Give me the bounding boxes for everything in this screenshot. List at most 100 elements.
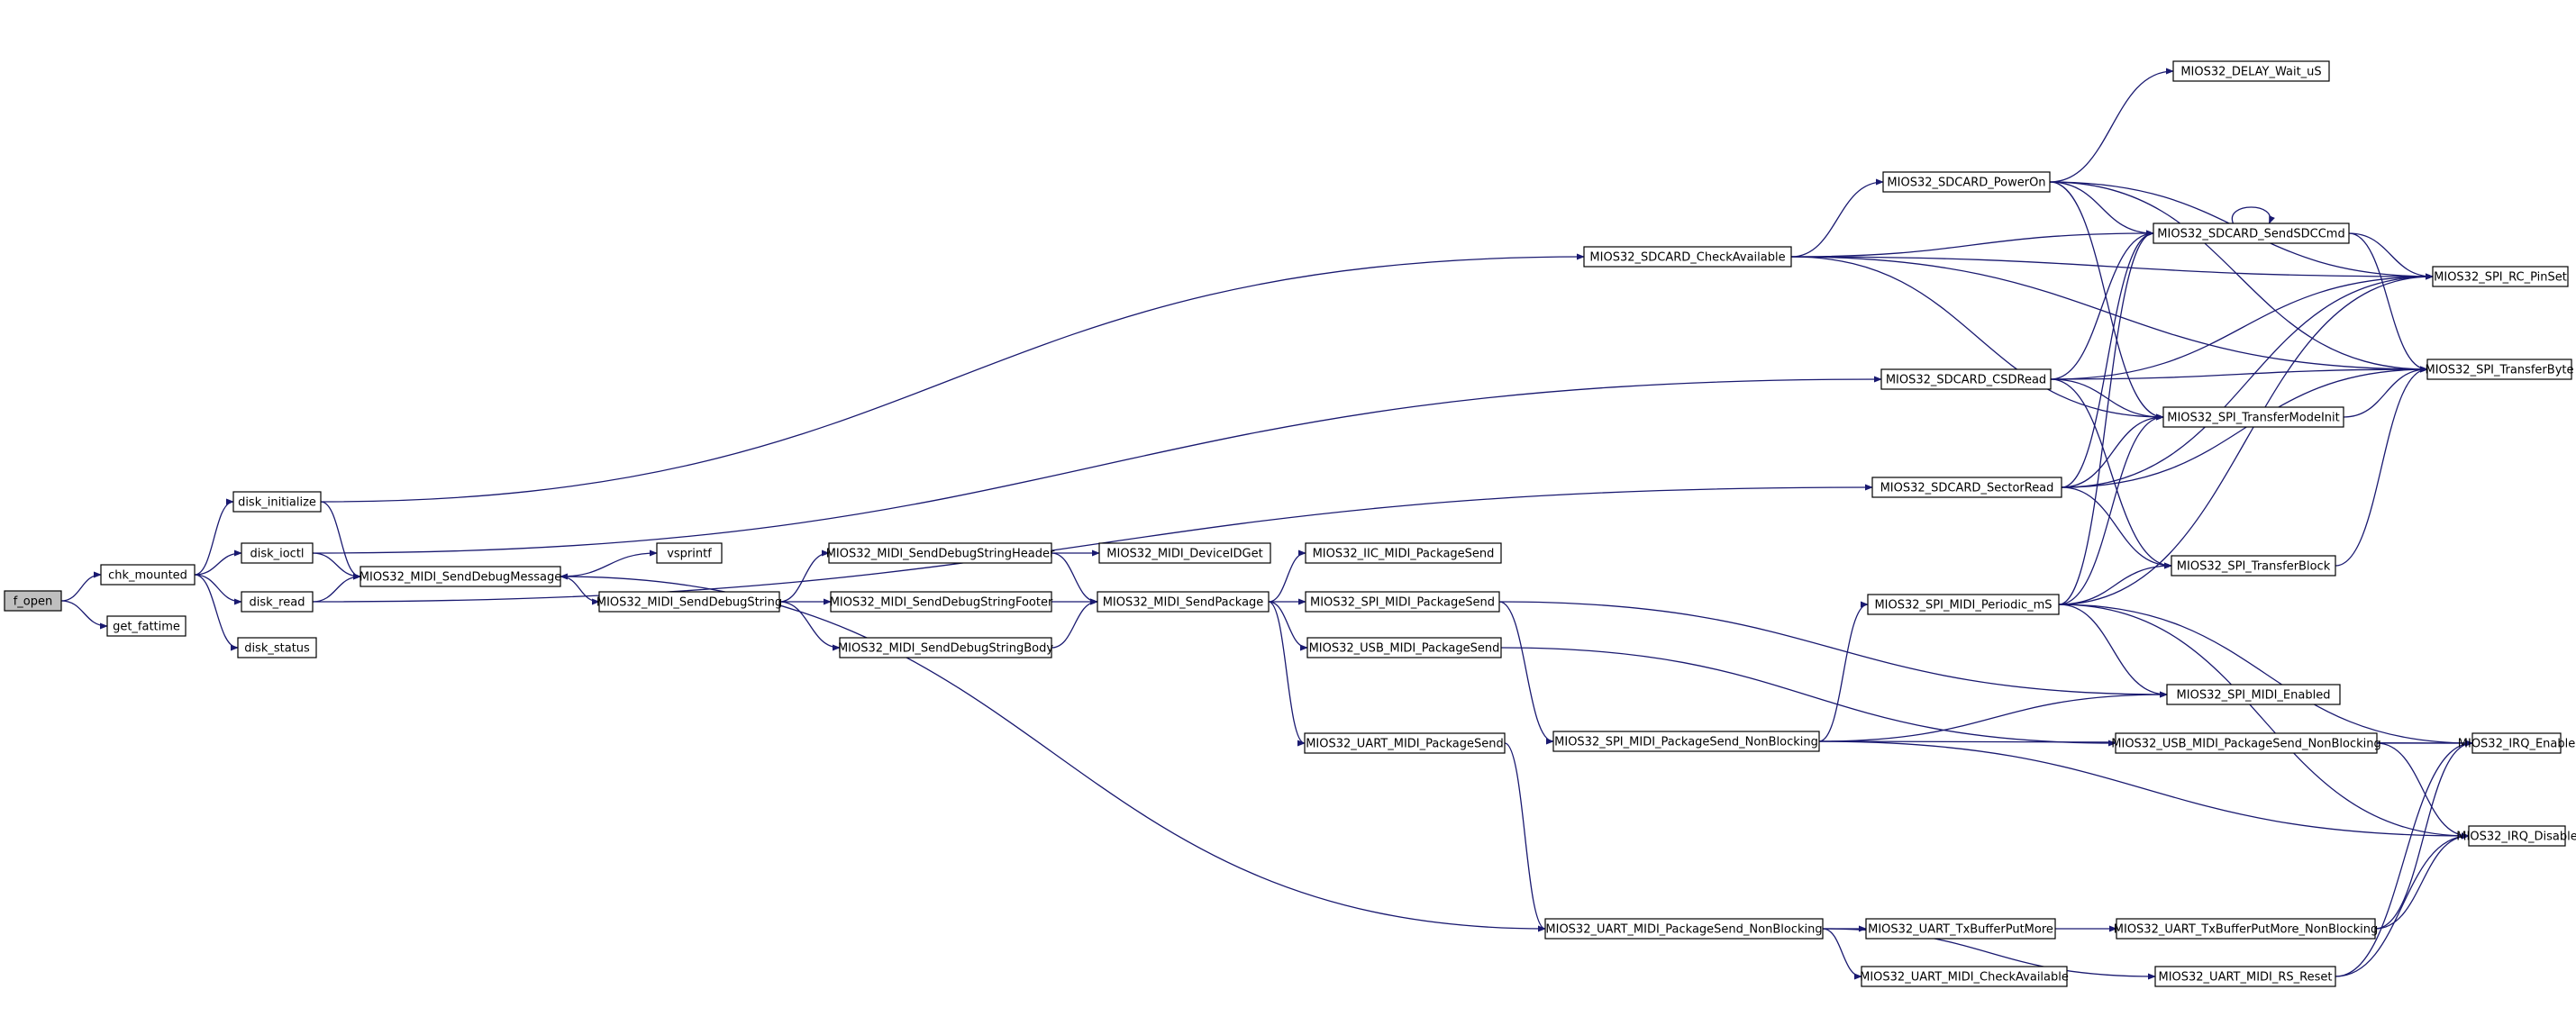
function-node-uart-packagesend-nb[interactable]: MIOS32_UART_MIDI_PackageSend_NonBlocking — [1544, 918, 1824, 940]
call-edge — [1498, 601, 1554, 745]
call-edge — [312, 573, 361, 603]
function-node-senddebugstringheader[interactable]: MIOS32_MIDI_SendDebugStringHeader — [826, 542, 1055, 564]
node-box — [2162, 406, 2344, 428]
node-box — [1304, 732, 1506, 754]
call-edge — [1051, 598, 1098, 649]
node-box — [828, 542, 1052, 564]
node-box — [1306, 637, 1502, 658]
call-edge — [2049, 181, 2154, 237]
node-box — [1305, 591, 1500, 613]
function-node-usb-packagesend-nb[interactable]: MIOS32_USB_MIDI_PackageSend_NonBlocking — [2111, 732, 2381, 754]
function-node-spi-packagesend[interactable]: MIOS32_SPI_MIDI_PackageSend — [1305, 591, 1500, 613]
call-edge — [1818, 601, 1869, 742]
node-box — [2166, 684, 2341, 705]
node-box — [100, 564, 196, 586]
node-box — [1583, 246, 1792, 268]
function-node-spi-midi-periodic-ms[interactable]: MIOS32_SPI_MIDI_Periodic_mS — [1867, 594, 2060, 615]
function-node-f-open[interactable]: f_open — [4, 590, 62, 612]
node-label: vsprintf — [667, 548, 712, 561]
call-edge — [2050, 366, 2428, 380]
function-node-uart-checkavailable[interactable]: MIOS32_UART_MIDI_CheckAvailable — [1860, 966, 2069, 987]
node-label: f_open — [14, 595, 53, 609]
call-edge — [2061, 486, 2172, 569]
node-box — [1882, 171, 2051, 193]
call-edge — [194, 574, 239, 651]
function-node-spi-transferblock[interactable]: MIOS32_SPI_TransferBlock — [2171, 555, 2336, 577]
node-label: MIOS32_SPI_MIDI_PackageSend_NonBlocking — [1554, 736, 1818, 749]
call-edge — [1500, 647, 2116, 747]
node-label: disk_read — [250, 596, 305, 610]
function-node-vsprintf[interactable]: vsprintf — [656, 542, 723, 564]
call-edge — [560, 549, 658, 577]
function-node-uart-txbufferputmore[interactable]: MIOS32_UART_TxBufferPutMore — [1865, 918, 2056, 940]
node-label: MIOS32_UART_MIDI_PackageSend_NonBlocking — [1545, 923, 1822, 937]
function-node-sendpackage[interactable]: MIOS32_MIDI_SendPackage — [1097, 591, 1270, 613]
function-node-uart-rs-reset[interactable]: MIOS32_UART_MIDI_RS_Reset — [2154, 966, 2336, 987]
function-node-sdcard-csdread[interactable]: MIOS32_SDCARD_CSDRead — [1880, 368, 2052, 390]
function-node-delay-wait-us[interactable]: MIOS32_DELAY_Wait_uS — [2172, 60, 2330, 82]
function-node-spi-midi-enabled[interactable]: MIOS32_SPI_MIDI_Enabled — [2166, 684, 2341, 705]
function-node-sdcard-sectorread[interactable]: MIOS32_SDCARD_SectorRead — [1871, 477, 2062, 498]
function-node-sdcard-sendsdccmd[interactable]: MIOS32_SDCARD_SendSDCCmd — [2153, 222, 2350, 244]
node-label: MIOS32_MIDI_SendDebugString — [596, 596, 782, 610]
function-node-disk-ioctl[interactable]: disk_ioctl — [241, 542, 314, 564]
function-node-sdcard-poweron[interactable]: MIOS32_SDCARD_PowerOn — [1882, 171, 2051, 193]
call-edge — [1822, 928, 1862, 980]
node-box — [830, 591, 1052, 613]
call-edge — [1051, 552, 1098, 605]
node-label: MIOS32_USB_MIDI_PackageSend — [1309, 642, 1500, 656]
node-box — [1097, 591, 1270, 613]
node-box — [2426, 359, 2572, 380]
function-node-senddebugmessage[interactable]: MIOS32_MIDI_SendDebugMessage — [360, 566, 561, 587]
function-node-uart-packagesend[interactable]: MIOS32_UART_MIDI_PackageSend — [1304, 732, 1506, 754]
function-node-sdcard-checkavailable[interactable]: MIOS32_SDCARD_CheckAvailable — [1583, 246, 1792, 268]
call-edge — [2058, 273, 2434, 605]
node-label: MIOS32_MIDI_SendDebugStringFooter — [830, 596, 1053, 610]
call-edge — [2061, 273, 2434, 488]
node-label: MIOS32_MIDI_SendDebugStringHeader — [826, 548, 1055, 561]
function-node-irq-enable[interactable]: MIOS32_IRQ_Enable — [2458, 732, 2575, 754]
function-node-disk-read[interactable]: disk_read — [241, 591, 314, 613]
function-node-disk-status[interactable]: disk_status — [237, 637, 317, 658]
function-node-deviceidget[interactable]: MIOS32_MIDI_DeviceIDGet — [1098, 542, 1271, 564]
node-box — [241, 542, 314, 564]
call-edge — [560, 576, 600, 605]
function-node-spi-transferbyte[interactable]: MIOS32_SPI_TransferByte — [2426, 359, 2574, 380]
call-edge — [2058, 604, 2470, 840]
function-node-spi-transfermodeinit[interactable]: MIOS32_SPI_TransferModeInit — [2162, 406, 2344, 428]
node-box — [237, 637, 317, 658]
call-edge — [2049, 181, 2164, 421]
function-node-spi-rc-pinset[interactable]: MIOS32_SPI_RC_PinSet — [2432, 266, 2569, 287]
function-node-chk-mounted[interactable]: chk_mounted — [100, 564, 196, 586]
node-label: MIOS32_MIDI_SendPackage — [1103, 596, 1264, 610]
function-node-senddebugstringfooter[interactable]: MIOS32_MIDI_SendDebugStringFooter — [830, 591, 1053, 613]
function-node-disk-initialize[interactable]: disk_initialize — [232, 491, 322, 513]
function-node-usb-packagesend[interactable]: MIOS32_USB_MIDI_PackageSend — [1306, 637, 1502, 658]
call-edge — [1790, 256, 2428, 373]
node-label: MIOS32_SPI_MIDI_Periodic_mS — [1874, 599, 2052, 613]
function-node-get-fattime[interactable]: get_fattime — [106, 615, 187, 637]
node-box — [2432, 266, 2569, 287]
function-node-spi-packagesend-nb[interactable]: MIOS32_SPI_MIDI_PackageSend_NonBlocking — [1552, 731, 1820, 752]
node-label: MIOS32_UART_MIDI_RS_Reset — [2158, 971, 2332, 985]
node-box — [656, 542, 723, 564]
call-edge — [60, 600, 108, 630]
function-node-iic-packagesend[interactable]: MIOS32_IIC_MIDI_PackageSend — [1305, 542, 1502, 564]
node-box — [2471, 732, 2562, 754]
function-node-senddebugstring[interactable]: MIOS32_MIDI_SendDebugString — [596, 591, 782, 613]
node-box — [1865, 918, 2056, 940]
node-box — [1098, 542, 1271, 564]
call-edge — [2348, 232, 2428, 373]
call-edge — [778, 549, 830, 603]
node-label: get_fattime — [113, 621, 180, 634]
call-edge — [2058, 230, 2154, 605]
function-node-irq-disable[interactable]: MIOS32_IRQ_Disable — [2456, 825, 2576, 847]
call-edge — [194, 498, 234, 576]
function-node-uart-txbufferputmore-nb[interactable]: MIOS32_UART_TxBufferPutMore_NonBlocking — [2114, 918, 2378, 940]
node-box — [2468, 825, 2566, 847]
node-box — [1544, 918, 1824, 940]
call-edge — [1818, 691, 2168, 742]
node-box — [106, 615, 187, 637]
function-node-senddebugstringbody[interactable]: MIOS32_MIDI_SendDebugStringBody — [838, 637, 1053, 658]
